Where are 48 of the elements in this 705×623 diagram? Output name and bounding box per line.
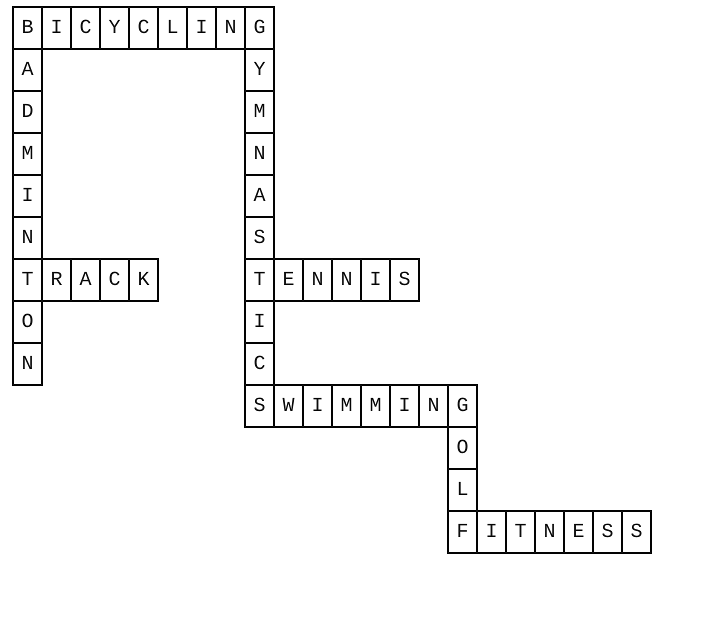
crossword-square: T: [505, 510, 536, 554]
crossword-square: I: [41, 6, 72, 50]
crossword-square: Y: [99, 6, 130, 50]
crossword-square: D: [12, 90, 43, 134]
crossword-square: M: [244, 90, 275, 134]
crossword-square: N: [12, 216, 43, 260]
crossword-square: G: [244, 6, 275, 50]
crossword-square: I: [476, 510, 507, 554]
crossword-square: G: [447, 384, 478, 428]
crossword-square: L: [447, 468, 478, 512]
crossword-square: N: [215, 6, 246, 50]
crossword-square: I: [244, 300, 275, 344]
crossword-square: L: [157, 6, 188, 50]
crossword-square: O: [447, 426, 478, 470]
crossword-square: N: [244, 132, 275, 176]
crossword-square: Y: [244, 48, 275, 92]
crossword-square: I: [12, 174, 43, 218]
crossword-square: M: [12, 132, 43, 176]
crossword-square: M: [360, 384, 391, 428]
crossword-square: N: [418, 384, 449, 428]
crossword-square: M: [331, 384, 362, 428]
crossword-square: N: [534, 510, 565, 554]
crossword-square: A: [244, 174, 275, 218]
crossword-square: I: [389, 384, 420, 428]
crossword-square: F: [447, 510, 478, 554]
crossword-square: E: [563, 510, 594, 554]
crossword-square: A: [70, 258, 101, 302]
crossword-square: I: [186, 6, 217, 50]
crossword-square: A: [12, 48, 43, 92]
crossword-square: S: [389, 258, 420, 302]
crossword-square: K: [128, 258, 159, 302]
crossword-square: I: [360, 258, 391, 302]
crossword-square: E: [273, 258, 304, 302]
crossword-square: S: [244, 216, 275, 260]
crossword-square: W: [273, 384, 304, 428]
crossword-square: I: [302, 384, 333, 428]
crossword-square: C: [99, 258, 130, 302]
crossword-square: S: [244, 384, 275, 428]
crossword-square: N: [12, 342, 43, 386]
crossword-square: S: [621, 510, 652, 554]
crossword-square: N: [302, 258, 333, 302]
crossword-square: C: [128, 6, 159, 50]
crossword-square: N: [331, 258, 362, 302]
crossword-square: C: [244, 342, 275, 386]
crossword-square: S: [592, 510, 623, 554]
crossword-square: C: [70, 6, 101, 50]
crossword-square: R: [41, 258, 72, 302]
crossword-square: O: [12, 300, 43, 344]
